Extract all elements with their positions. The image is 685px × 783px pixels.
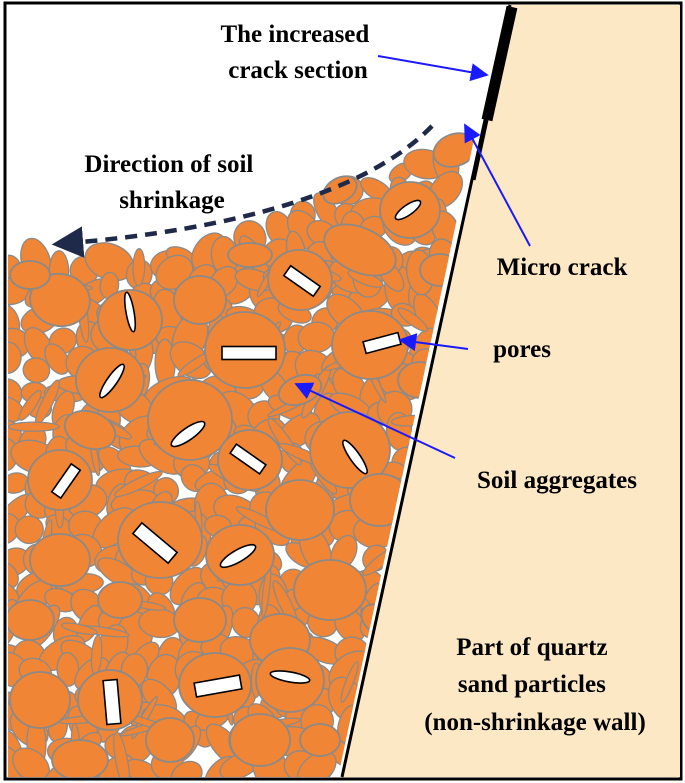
soil-aggregate <box>265 479 335 541</box>
soil-aggregate <box>132 248 146 287</box>
soil-aggregate <box>340 661 359 703</box>
pore <box>193 674 243 698</box>
soil-aggregate <box>51 739 109 777</box>
soil-aggregate <box>229 713 291 767</box>
pores-label: pores <box>493 336 551 363</box>
soil-aggregate <box>63 409 117 451</box>
soil-aggregate <box>297 751 337 777</box>
crack-section-pointer-arrow <box>377 55 489 82</box>
soil-aggregate <box>14 515 44 545</box>
soil-aggregate <box>397 307 429 332</box>
increased-crack-section <box>481 5 518 122</box>
micro-crack <box>472 119 489 181</box>
soil-aggregate <box>8 341 22 375</box>
soil-aggregate <box>44 343 70 375</box>
soil-aggregate <box>145 717 195 763</box>
shrink-direction-label-line2: shrinkage <box>119 187 225 214</box>
pore <box>269 670 311 684</box>
soil-aggregate <box>299 723 341 757</box>
soil-aggregate <box>61 622 98 635</box>
shrink-direction-label: Direction of soil shrinkage <box>84 151 259 214</box>
soil-aggregate <box>9 260 51 290</box>
soil-aggregates-pointer-arrow <box>294 382 456 459</box>
pore <box>50 462 82 500</box>
soil-aggregate <box>97 581 143 619</box>
pores-group <box>50 199 422 726</box>
soil-aggregate <box>173 275 227 325</box>
crack-section-label-line2: crack section <box>228 57 368 84</box>
soil-aggregate <box>56 652 80 687</box>
soil-aggregate <box>29 272 91 328</box>
soil-aggregate <box>113 731 131 777</box>
soil-aggregate <box>8 512 21 545</box>
soil-aggregate <box>293 559 367 621</box>
pore <box>221 345 277 361</box>
crack-section-label: The increased crack section <box>220 21 375 84</box>
quartz-wall-label: Part of quartz sand particles (non-shrin… <box>424 634 646 736</box>
soil-aggregate <box>227 242 273 268</box>
soil-aggregate <box>170 760 203 777</box>
soil-aggregate <box>8 421 60 432</box>
soil-aggregate <box>18 389 42 421</box>
soil-aggregate <box>8 599 55 641</box>
quartz-sand-wall <box>342 5 680 777</box>
soil-aggregate <box>29 533 91 587</box>
pore <box>394 199 422 221</box>
crack-section-label-line1: The increased <box>220 21 369 48</box>
wall-boundary-line <box>340 4 512 778</box>
pore <box>102 678 122 726</box>
shrink-direction-label-line1: Direction of soil <box>84 151 253 178</box>
quartz-wall-label-line3: (non-shrinkage wall) <box>424 709 646 736</box>
pore <box>219 543 257 569</box>
pore <box>131 521 179 565</box>
soil-aggregate <box>323 223 397 277</box>
soil-aggregate <box>12 747 50 777</box>
pore <box>99 363 125 399</box>
pore <box>123 291 137 333</box>
pore <box>228 443 268 475</box>
pores-pointer-arrow <box>398 333 469 352</box>
quartz-wall-label-line2: sand particles <box>458 671 606 698</box>
soil-aggregate <box>8 561 19 589</box>
pore <box>342 439 368 475</box>
micro-crack-pointer-arrow <box>464 123 531 247</box>
soil-aggregate <box>173 597 227 643</box>
quartz-wall-label-line1: Part of quartz <box>456 634 607 661</box>
shrinkage-direction-arrow <box>51 124 434 258</box>
soil-aggregates-label: Soil aggregates <box>477 467 637 494</box>
soil-aggregate <box>147 379 233 461</box>
pore <box>170 420 206 448</box>
pore <box>282 264 322 298</box>
soil-aggregate <box>114 470 163 498</box>
soil-aggregate <box>9 671 71 729</box>
micro-crack-label: Micro crack <box>497 254 628 281</box>
